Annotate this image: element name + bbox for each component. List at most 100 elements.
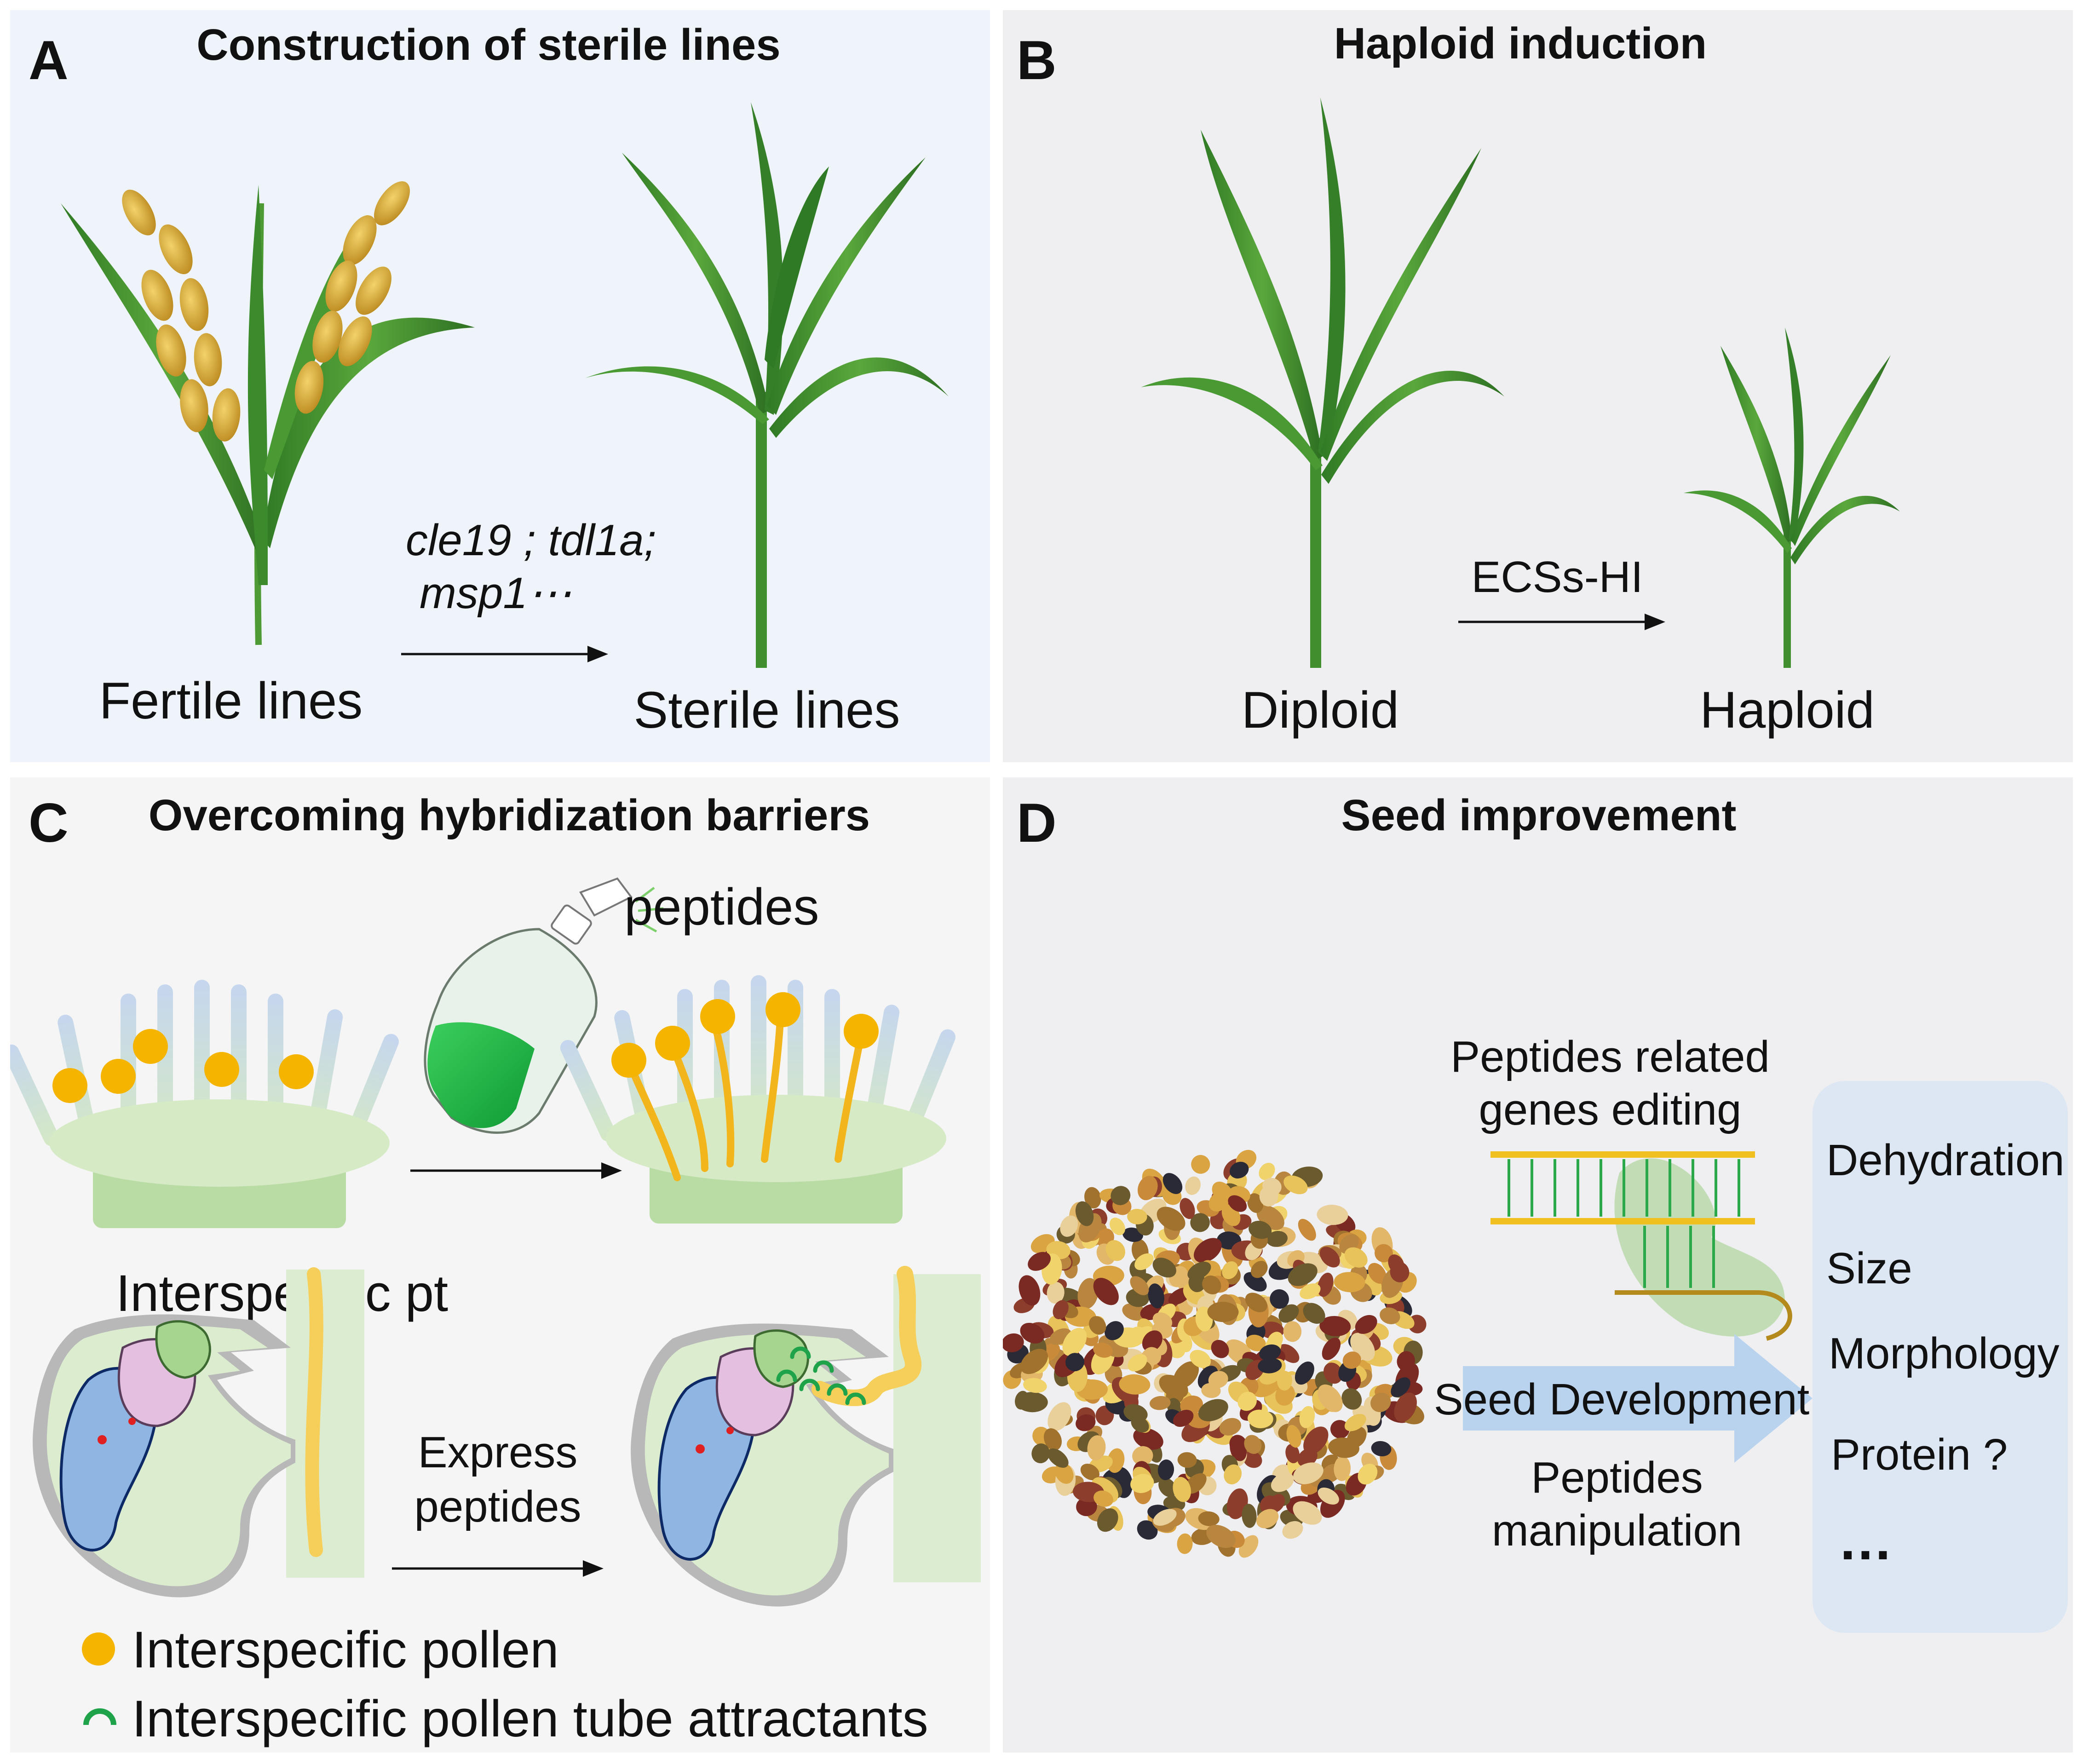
seed bbox=[1318, 1384, 1343, 1412]
stigma-after-illustration bbox=[560, 975, 956, 1224]
seed bbox=[1084, 1187, 1101, 1209]
arrow-fertile-to-sterile bbox=[401, 646, 608, 662]
seed bbox=[1283, 1175, 1308, 1195]
trait-dehydration: Dehydration bbox=[1826, 1136, 2065, 1185]
gene-list-line2: msp1⋯ bbox=[420, 569, 572, 618]
seed bbox=[1334, 1456, 1351, 1481]
seed bbox=[1268, 1494, 1285, 1513]
legend-pollen-swatch bbox=[82, 1632, 115, 1666]
seed bbox=[1105, 1321, 1124, 1340]
attractant-markers bbox=[776, 1346, 866, 1405]
seed bbox=[1344, 1413, 1366, 1431]
seed bbox=[1375, 1244, 1393, 1263]
seed bbox=[1319, 1247, 1340, 1268]
seed bbox=[1229, 1435, 1247, 1454]
panel-a-letter: A bbox=[29, 29, 69, 91]
seed bbox=[1173, 1409, 1194, 1427]
ovule-after-illustration bbox=[631, 1266, 981, 1607]
seed bbox=[1143, 1347, 1162, 1365]
seed bbox=[1330, 1420, 1350, 1439]
seed bbox=[1248, 1410, 1273, 1429]
seed bbox=[1018, 1275, 1041, 1306]
seed bbox=[1105, 1240, 1126, 1261]
seed bbox=[1394, 1392, 1417, 1422]
seed bbox=[1190, 1350, 1211, 1368]
seed bbox=[1278, 1304, 1299, 1323]
seed bbox=[1391, 1377, 1410, 1397]
seed bbox=[1180, 1198, 1195, 1219]
rice-panicle bbox=[122, 190, 241, 442]
seed bbox=[1266, 1230, 1288, 1247]
panel-b-letter: B bbox=[1017, 29, 1057, 91]
seed bbox=[1237, 1391, 1257, 1411]
seed bbox=[1371, 1441, 1392, 1457]
express-peptides-line1: Express bbox=[418, 1428, 578, 1477]
seed bbox=[1293, 1462, 1323, 1484]
seed bbox=[1159, 1374, 1188, 1398]
seed bbox=[1128, 1354, 1147, 1372]
seed bbox=[1285, 1444, 1300, 1464]
seed bbox=[1093, 1342, 1113, 1358]
seed bbox=[1137, 1176, 1158, 1201]
seed bbox=[1242, 1504, 1257, 1528]
seed bbox=[1119, 1374, 1151, 1395]
seed bbox=[1380, 1307, 1400, 1324]
seed bbox=[1191, 1155, 1210, 1174]
panel-d-art: D Seed improvement Peptides related gene… bbox=[1003, 791, 2068, 1633]
seed bbox=[1250, 1261, 1268, 1278]
seed bbox=[1224, 1464, 1242, 1485]
legend-attractant-label: Interspecific pollen tube attractants bbox=[132, 1690, 928, 1747]
panel-a-art: A Construction of sterile lines bbox=[29, 20, 949, 739]
seed bbox=[1259, 1344, 1281, 1361]
seed bbox=[1047, 1448, 1069, 1468]
diploid-plant-illustration bbox=[1141, 98, 1504, 668]
seed bbox=[1142, 1330, 1162, 1352]
seed bbox=[1177, 1452, 1197, 1468]
seed bbox=[1190, 1213, 1210, 1232]
seed bbox=[1028, 1252, 1051, 1271]
trait-size: Size bbox=[1826, 1244, 1912, 1293]
seed bbox=[1194, 1238, 1222, 1263]
seed bbox=[1293, 1501, 1322, 1525]
fertile-lines-label: Fertile lines bbox=[99, 672, 363, 730]
seed bbox=[1368, 1263, 1387, 1284]
sterile-lines-label: Sterile lines bbox=[634, 681, 900, 739]
seed bbox=[1137, 1520, 1158, 1540]
seed bbox=[1322, 1337, 1341, 1360]
editing-label-line1: Peptides related bbox=[1450, 1032, 1770, 1081]
panel-b-title: Haploid induction bbox=[1334, 19, 1707, 68]
rice-panicle bbox=[294, 181, 410, 414]
seed bbox=[1295, 1362, 1314, 1385]
seed bbox=[1344, 1247, 1368, 1268]
seed bbox=[1282, 1521, 1303, 1539]
seed bbox=[1198, 1399, 1228, 1422]
arrow-ovule bbox=[392, 1560, 604, 1577]
seed bbox=[1043, 1428, 1062, 1451]
seed bbox=[1228, 1195, 1247, 1212]
seed bbox=[1318, 1488, 1339, 1505]
panel-d-letter: D bbox=[1017, 792, 1057, 854]
seed bbox=[1031, 1443, 1050, 1464]
seed bbox=[1358, 1464, 1378, 1485]
seed bbox=[1334, 1272, 1365, 1293]
seed bbox=[1206, 1525, 1236, 1548]
seed bbox=[1122, 1303, 1147, 1321]
panel-a-title: Construction of sterile lines bbox=[196, 20, 781, 69]
seed bbox=[1256, 1509, 1279, 1528]
seed bbox=[1300, 1283, 1321, 1299]
seed bbox=[1152, 1312, 1173, 1329]
seed bbox=[1157, 1459, 1174, 1480]
ecss-hi-label: ECSs-HI bbox=[1471, 552, 1643, 602]
seed bbox=[1093, 1490, 1114, 1507]
spray-bottle-icon bbox=[424, 877, 664, 1134]
seed bbox=[1271, 1472, 1294, 1492]
seed bbox=[1270, 1289, 1289, 1309]
seed bbox=[1065, 1353, 1085, 1372]
seed bbox=[1077, 1278, 1099, 1309]
seed bbox=[1299, 1406, 1315, 1428]
seed bbox=[1211, 1339, 1229, 1358]
seed bbox=[1047, 1281, 1065, 1304]
panel-d-title: Seed improvement bbox=[1341, 791, 1737, 840]
seed bbox=[1328, 1437, 1359, 1458]
seed bbox=[1134, 1253, 1154, 1270]
